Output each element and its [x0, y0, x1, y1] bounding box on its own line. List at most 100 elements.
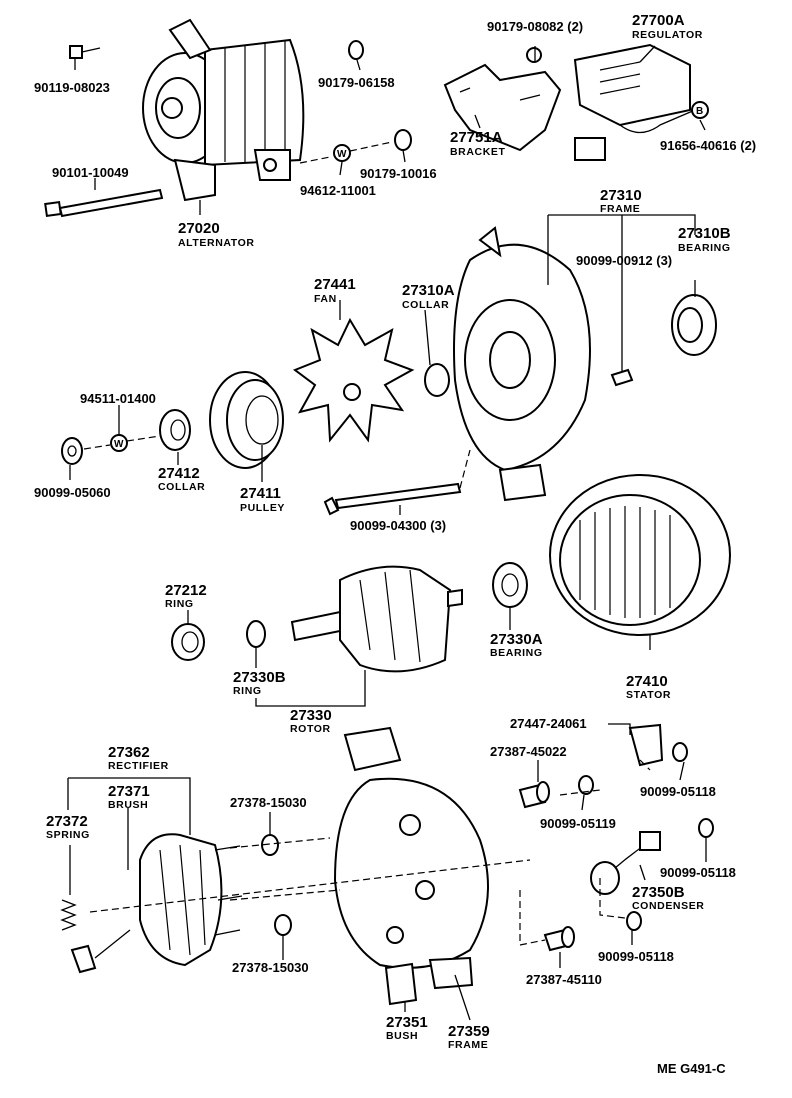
label-27362-name: RECTIFIER: [108, 760, 169, 772]
label-27700a-number: 27700A: [632, 12, 685, 29]
nut-90099-05118a-drawing: [672, 742, 688, 762]
label-27359-number: 27359: [448, 1023, 490, 1040]
bracket-drawing: [443, 63, 562, 152]
part-labels: 90119-08023 90179-06158 90179-08082 (2) …: [34, 12, 756, 1051]
label-90099-04300: 90099-04300 (3): [350, 518, 446, 533]
condenser-drawing: [590, 831, 661, 895]
label-27441-name: FAN: [314, 293, 337, 305]
label-27310-number: 27310: [600, 187, 642, 204]
label-27310b-number: 27310B: [678, 225, 731, 242]
label-94612-11001: 94612-11001: [300, 183, 376, 198]
nut-90179-06158-drawing: [348, 40, 364, 60]
label-27362-number: 27362: [108, 744, 150, 761]
label-27410-number: 27410: [626, 673, 668, 690]
label-27310a-number: 27310A: [402, 282, 455, 299]
fan-drawing: [292, 317, 415, 443]
label-90099-05119: 90099-05119: [540, 816, 616, 831]
nut-90099-05118c-drawing: [626, 911, 642, 931]
label-90179-08082: 90179-08082 (2): [487, 19, 583, 34]
label-27371-name: BRUSH: [108, 799, 148, 811]
nut-90099-05119-drawing: [578, 775, 594, 795]
label-90099-05118-a: 90099-05118: [640, 784, 716, 799]
label-90179-10016: 90179-10016: [360, 166, 437, 181]
bearing-27330a-drawing: [492, 562, 528, 608]
label-27371-number: 27371: [108, 783, 150, 800]
label-27330a-name: BEARING: [490, 647, 543, 659]
label-90099-05060: 90099-05060: [34, 485, 111, 500]
label-27330a-number: 27330A: [490, 631, 543, 648]
label-27751a-name: BRACKET: [450, 146, 506, 158]
brush-drawing: [70, 944, 97, 974]
leader-lines: [67, 45, 707, 1021]
insulator-27378-lower-drawing: [274, 914, 292, 936]
ring-27330b-drawing: [246, 620, 266, 648]
terminal-27387-45022-drawing: [518, 781, 550, 809]
symbols: W W B: [114, 106, 703, 450]
bearing-27310b-drawing: [671, 294, 717, 356]
spring-drawing: [60, 899, 77, 931]
washer-nut-drawing: [299, 129, 412, 164]
ring-27212-drawing: [171, 623, 205, 661]
connector-symbol: B: [696, 106, 703, 117]
label-27310-name: FRAME: [600, 203, 640, 215]
rotor-drawing: [290, 565, 463, 673]
label-27751a-number: 27751A: [450, 129, 503, 146]
label-27212-name: RING: [165, 598, 194, 610]
label-27441-number: 27441: [314, 276, 356, 293]
label-90099-05118-c: 90099-05118: [598, 949, 674, 964]
frame-27310-drawing: [453, 226, 591, 502]
label-27378-15030-upper: 27378-15030: [230, 795, 307, 810]
label-27020-name: ALTERNATOR: [178, 237, 255, 249]
label-90179-06158: 90179-06158: [318, 75, 395, 90]
pulley-drawing: [209, 371, 284, 469]
label-27387-45110: 27387-45110: [526, 972, 602, 987]
label-27411-number: 27411: [240, 485, 281, 502]
label-27372-number: 27372: [46, 813, 88, 830]
label-27411-name: PULLEY: [240, 502, 285, 514]
label-27212-number: 27212: [165, 582, 207, 599]
washer-nut-90099-05060-drawing: [61, 434, 161, 465]
collar-27310a-drawing: [424, 363, 450, 397]
through-bolt-drawing: [323, 449, 471, 516]
label-27359-name: FRAME: [448, 1039, 488, 1051]
label-27412-number: 27412: [158, 465, 200, 482]
alternator-drawing: [142, 18, 305, 202]
stator-drawing: [549, 474, 731, 636]
label-27412-name: COLLAR: [158, 481, 205, 493]
assembly-axes: [89, 759, 651, 946]
label-27351-name: BUSH: [386, 1030, 418, 1042]
bracket-27447-drawing: [628, 723, 664, 767]
label-91656-40616: 91656-40616 (2): [660, 138, 756, 153]
washer-symbol-upper: W: [337, 149, 347, 160]
label-27372-name: SPRING: [46, 829, 90, 841]
figure-code: ME G491-C: [657, 1061, 726, 1076]
bolt-90119-drawing: [69, 45, 101, 59]
label-27447-24061: 27447-24061: [510, 716, 587, 731]
label-90099-00912: 90099-00912 (3): [576, 253, 672, 268]
label-27387-45022: 27387-45022: [490, 744, 567, 759]
label-27350b-name: CONDENSER: [632, 900, 705, 912]
label-90099-05118-b: 90099-05118: [660, 865, 736, 880]
label-90101-10049: 90101-10049: [52, 165, 129, 180]
frame-27359-drawing: [333, 726, 489, 990]
washer-symbol-lower: W: [114, 439, 124, 450]
label-27330b-number: 27330B: [233, 669, 286, 686]
label-90119-08023: 90119-08023: [34, 80, 110, 95]
long-bolt-90101-drawing: [44, 188, 164, 218]
label-27351-number: 27351: [386, 1014, 428, 1031]
label-27020-number: 27020: [178, 220, 220, 237]
label-27330b-name: RING: [233, 685, 262, 697]
screw-90099-00912-drawing: [610, 368, 634, 387]
label-27330-number: 27330: [290, 707, 332, 724]
rectifier-brush-holder-drawing: [139, 833, 243, 967]
terminal-27387-45110-drawing: [543, 926, 575, 952]
label-27350b-number: 27350B: [632, 884, 685, 901]
nut-90099-05118b-drawing: [698, 818, 714, 838]
label-27330-name: ROTOR: [290, 723, 331, 735]
label-94511-01400: 94511-01400: [80, 391, 156, 406]
label-27310a-name: COLLAR: [402, 299, 449, 311]
bush-27351-drawing: [384, 962, 418, 1006]
label-27410-name: STATOR: [626, 689, 671, 701]
label-27700a-name: REGULATOR: [632, 29, 703, 41]
